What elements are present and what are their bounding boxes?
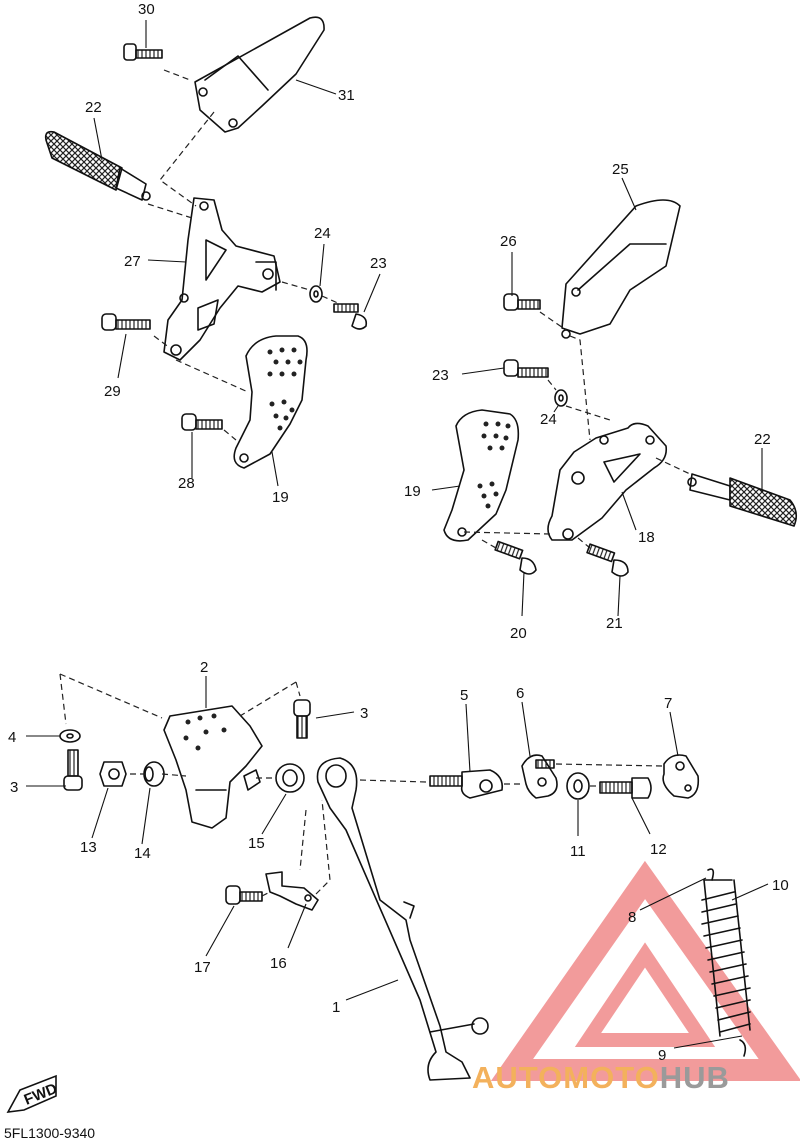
callout-20: 20 [510,625,527,642]
callout-7: 7 [664,695,672,712]
fwd-arrow-icon: FWD [6,1074,60,1113]
callout-16: 16 [270,955,287,972]
callout-26: 26 [500,233,517,250]
callout-6: 6 [516,685,524,702]
bolt-12 [599,777,652,799]
footpeg-22-right [687,473,798,527]
spring-hook-6 [521,754,558,799]
bolt-30 [123,43,163,61]
callout-5: 5 [460,687,468,704]
callout-31: 31 [338,87,355,104]
heel-guard-25 [561,199,681,339]
washer-11 [566,772,590,800]
bolt-28 [181,413,223,431]
diagram-code: 5FL1300-9340 [4,1125,96,1141]
callout-3-top: 3 [360,705,368,722]
bracket-2 [163,705,263,829]
plate-7 [662,754,700,799]
bolt-3-left [63,749,83,791]
callout-11: 11 [570,843,586,860]
nut-13 [99,761,127,787]
callout-25: 25 [612,161,629,178]
callout-10: 10 [772,877,789,894]
callout-2: 2 [200,659,208,676]
sidestand-1 [316,757,489,1081]
callout-30: 30 [138,1,155,18]
fwd-label: FWD [22,1080,60,1109]
callout-24-right: 24 [540,411,557,428]
callout-4: 4 [8,729,16,746]
bolt-21 [586,543,629,577]
callout-27: 27 [124,253,141,270]
callout-22-right: 22 [754,431,771,448]
callout-15: 15 [248,835,265,852]
callout-8: 8 [628,909,636,926]
watermark-word1: AUTOMOTO [472,1060,660,1095]
callout-19-right: 19 [404,483,421,500]
heel-guard-31 [194,16,325,133]
callout-18: 18 [638,529,655,546]
callout-9: 9 [658,1047,666,1064]
washer-15 [275,763,305,793]
bolt-20 [494,540,537,575]
bolt-3-top [293,699,311,739]
switch-16 [265,871,319,911]
collar-14 [143,761,165,787]
bolt-17 [225,885,263,905]
spring-10 [701,868,751,1057]
callout-21: 21 [606,615,623,632]
washer-24-right [554,389,568,407]
bolt-23-left [333,303,368,330]
callout-22-left: 22 [85,99,102,116]
callout-19-left: 19 [272,489,289,506]
washer-24-left [309,285,323,303]
bolt-5 [429,769,504,799]
callout-23-left: 23 [370,255,387,272]
callout-13: 13 [80,839,97,856]
bracket-27 [163,197,281,361]
callout-3-left: 3 [10,779,18,796]
bolt-29 [101,313,151,331]
watermark-triangle [490,860,800,1081]
callout-28: 28 [178,475,195,492]
callout-12: 12 [650,841,667,858]
watermark-word2: HUB [659,1060,730,1095]
bolt-26 [503,293,541,311]
callout-1: 1 [332,999,340,1016]
callout-23-right: 23 [432,367,449,384]
watermark-logo-text: AUTOMOTOHUB [472,1060,730,1096]
washer-4 [59,729,81,743]
bolt-23-right [503,359,549,378]
plate-19-left [233,335,308,469]
callout-29: 29 [104,383,121,400]
callout-14: 14 [134,845,151,862]
plate-19-right [443,409,520,542]
callout-24-left: 24 [314,225,331,242]
footpeg-22-left [44,130,151,201]
bracket-18 [547,422,668,541]
callout-17: 17 [194,959,211,976]
